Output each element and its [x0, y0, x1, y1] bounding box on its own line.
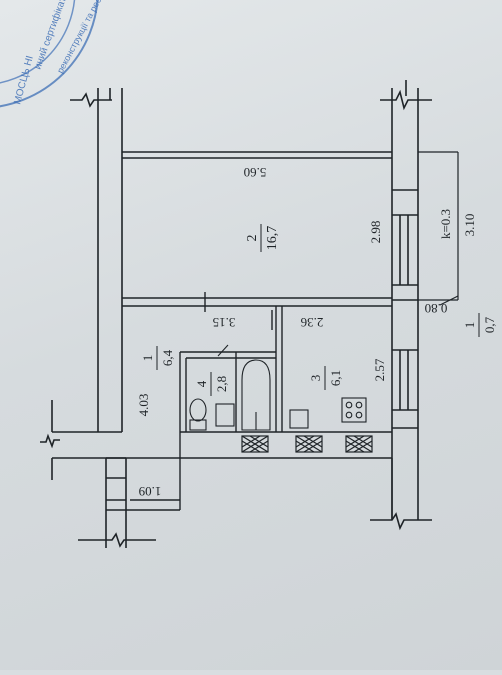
vent-duct-1 [241, 435, 269, 453]
stamp-text-2: МОСЦЬ НІ [12, 55, 36, 106]
room-3-number: 3 [308, 375, 323, 382]
dim-room1-width: 3.15 [213, 315, 236, 330]
dim-top-height: 5.60 [244, 165, 267, 180]
right-outer-wall [370, 80, 432, 531]
room-2-area: 16,7 [265, 226, 280, 251]
balcony-outline [418, 151, 459, 306]
dim-room3-width: 2.36 [300, 315, 323, 330]
dimension-labels: 5.60 2.98 3.10 k=0.3 0.80 3.15 2.36 2.57… [136, 165, 477, 499]
certificate-stamp: иний сертифікат МОСЦЬ НІ реконструкції т… [0, 0, 117, 108]
room-1-number: 1 [140, 355, 155, 362]
kitchen-sink-icon [289, 409, 309, 429]
balcony-label: 1 0,7 [462, 313, 497, 337]
room-1-area: 6,4 [160, 349, 175, 366]
dim-left-corridor: 4.03 [136, 394, 151, 417]
dim-tall-right: 3.10 [462, 214, 477, 237]
dim-room2-right: 2.98 [368, 221, 383, 244]
vent-duct-2 [295, 435, 323, 453]
balcony-number: 1 [462, 322, 477, 329]
toilet-icon [189, 398, 207, 422]
dim-balcony-coef: k=0.3 [438, 209, 453, 239]
room-3-label: 3 6,1 [308, 366, 343, 390]
ventilation-ducts [241, 435, 373, 453]
sink-icon [215, 403, 235, 427]
vent-duct-3 [345, 435, 373, 453]
room-4-area: 2,8 [214, 376, 229, 392]
room-4-number: 4 [194, 380, 209, 387]
stove-icon [341, 397, 367, 423]
interior-walls [122, 151, 393, 520]
dim-balcony-width: 0.80 [425, 301, 448, 316]
dim-entry-width: 1.09 [139, 484, 162, 499]
bathtub-icon [241, 359, 271, 431]
dim-room3-height: 2.57 [372, 358, 387, 381]
balcony-area: 0,7 [482, 316, 497, 333]
room-1-label: 1 6,4 [140, 346, 175, 370]
left-outer-wall [40, 88, 180, 548]
room-3-area: 6,1 [328, 370, 343, 386]
room-2-label: 2 16,7 [245, 224, 280, 252]
bathroom-fixtures [189, 344, 367, 431]
room-2-number: 2 [245, 235, 260, 242]
room-4-label: 4 2,8 [194, 372, 229, 396]
